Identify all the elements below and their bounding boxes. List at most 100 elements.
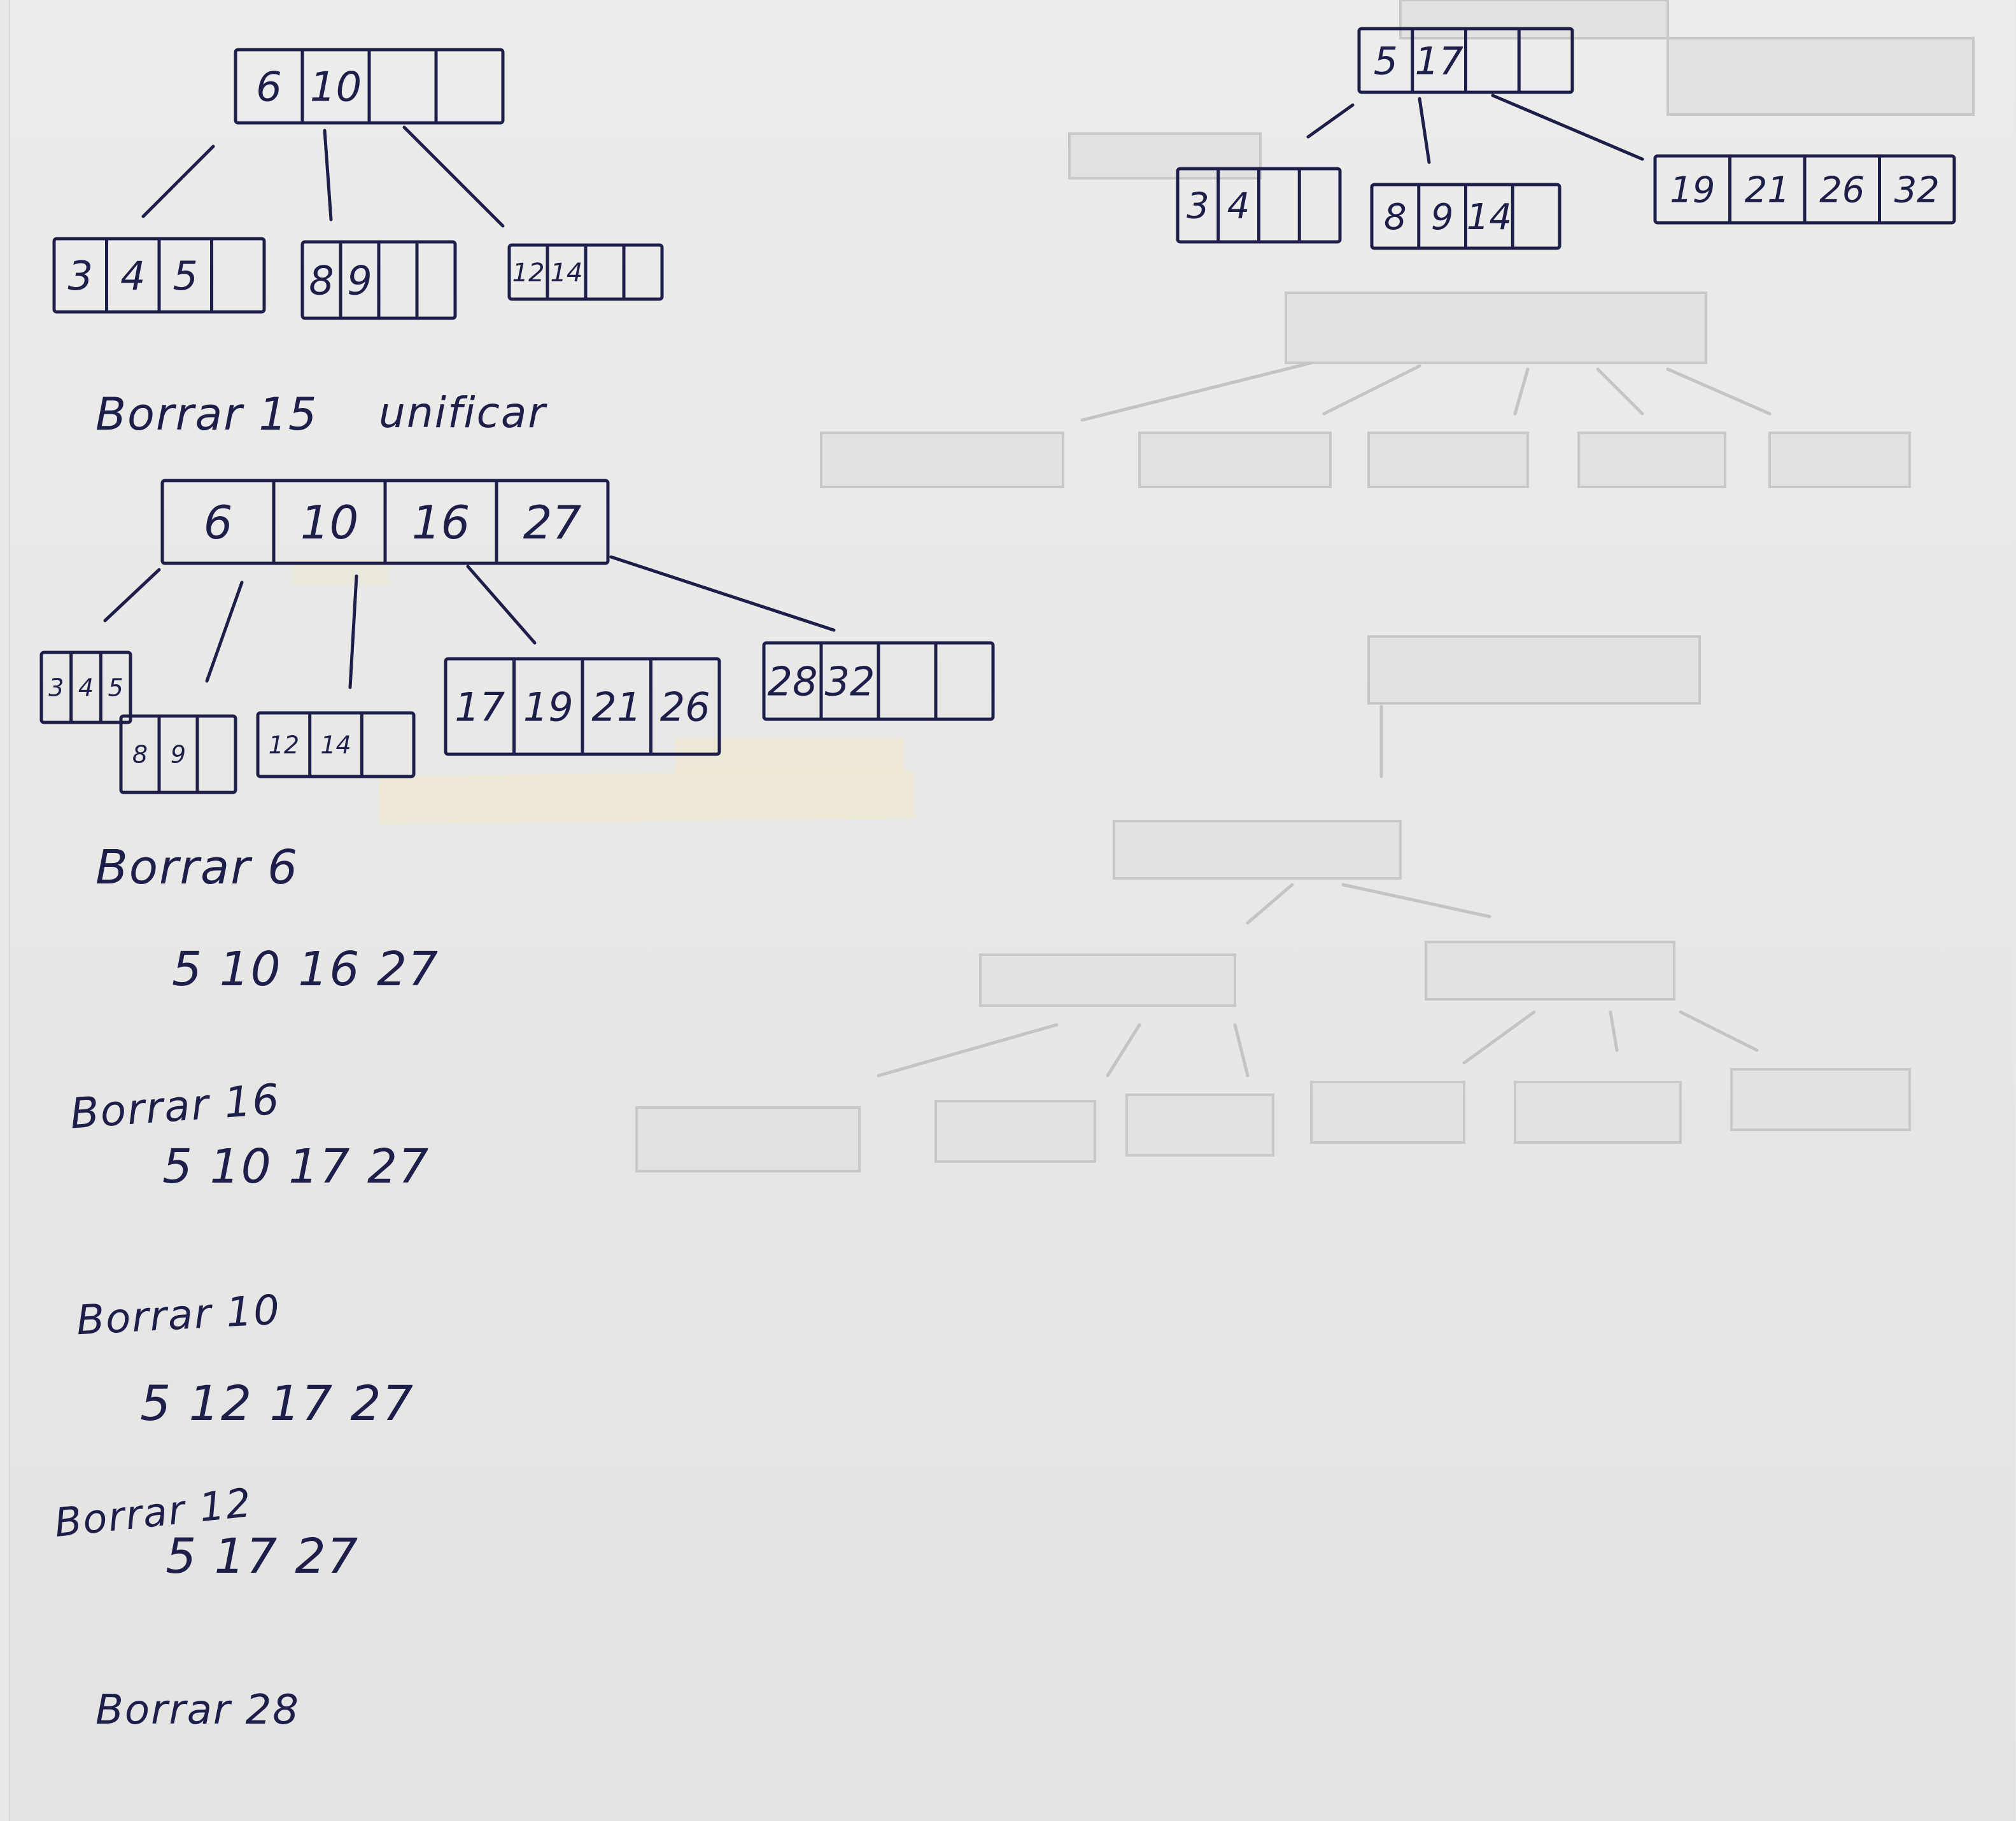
ghost-node xyxy=(1768,432,1911,488)
node-key: 4 xyxy=(120,253,145,299)
ghost-node xyxy=(1514,1081,1682,1144)
step-keys-after-borrar-6: 5 10 16 27 xyxy=(172,942,440,997)
step-keys-after-borrar-12: 5 17 27 xyxy=(166,1528,360,1584)
node-key: 10 xyxy=(310,64,362,111)
node-key: 3 xyxy=(68,253,93,299)
ghost-node xyxy=(979,953,1236,1007)
ghost-edge xyxy=(1609,1010,1619,1052)
step-keys-after-borrar-10: 5 12 17 27 xyxy=(140,1375,414,1431)
node-key: 8 xyxy=(1384,197,1407,238)
tree-edge xyxy=(323,129,333,221)
node-key: 32 xyxy=(825,658,875,705)
node-key: 16 xyxy=(412,496,470,549)
ghost-edge xyxy=(1233,1023,1250,1078)
ghost-node xyxy=(635,1106,861,1172)
ghost-edge xyxy=(1513,367,1530,416)
tree-edge xyxy=(205,580,244,683)
ghost-edge xyxy=(1462,1010,1536,1065)
ghost-node xyxy=(1068,132,1262,179)
node-box xyxy=(39,650,132,724)
node-key: 9 xyxy=(1431,197,1454,238)
node-box xyxy=(119,714,237,794)
node-key: 12 xyxy=(269,731,299,759)
ghost-edge xyxy=(1080,361,1313,422)
ghost-node xyxy=(1285,292,1707,364)
node-key: 10 xyxy=(300,496,359,549)
node-key: 5 xyxy=(173,253,198,299)
node-key: 3 xyxy=(48,674,64,702)
ghost-node xyxy=(1667,37,1975,116)
ghost-tree-top xyxy=(820,292,1911,488)
node-key: 26 xyxy=(1819,170,1864,211)
node-key: 21 xyxy=(591,684,642,730)
node-key: 5 xyxy=(108,674,123,702)
tree-edge xyxy=(1491,94,1644,161)
step-label-borrar-28: Borrar 28 xyxy=(95,1687,300,1734)
node-box xyxy=(256,711,416,778)
ghost-node xyxy=(1577,432,1726,488)
node-key: 6 xyxy=(256,64,282,111)
ghost-edge xyxy=(1322,364,1421,416)
node-key: 4 xyxy=(78,674,94,702)
tree-edge xyxy=(103,568,161,622)
node-key: 14 xyxy=(1467,197,1512,238)
node-key: 26 xyxy=(660,684,710,730)
tree-edge xyxy=(402,125,505,228)
node-key: 8 xyxy=(132,741,148,769)
tree-edge xyxy=(348,574,358,689)
ghost-node xyxy=(1113,820,1402,880)
ghost-node xyxy=(1367,635,1701,705)
unified-child-node: 12 14 xyxy=(256,711,416,778)
step-label-borrar-6: Borrar 6 xyxy=(95,840,299,895)
node-key: 14 xyxy=(320,731,351,759)
step-note-unificar: unificar xyxy=(379,388,547,437)
ghost-edge xyxy=(1596,367,1644,416)
ghost-node xyxy=(1367,432,1529,488)
tree-edge xyxy=(141,144,215,218)
node-key: 3 xyxy=(1187,186,1209,227)
ghost-node xyxy=(1310,1081,1465,1144)
ghost-edge xyxy=(1666,367,1772,416)
ghost-node xyxy=(934,1100,1096,1163)
node-key: 19 xyxy=(1670,170,1715,211)
node-key: 4 xyxy=(1227,186,1250,227)
ghost-node xyxy=(1138,432,1332,488)
node-key: 14 xyxy=(551,258,583,288)
ghost-node xyxy=(1425,941,1675,1001)
initial-root-node: 6 10 xyxy=(234,48,505,125)
ghost-edge xyxy=(1679,1010,1759,1052)
node-key: 6 xyxy=(204,496,233,549)
ghost-tree-middle xyxy=(635,635,1911,1172)
node-key: 21 xyxy=(1745,170,1790,211)
ghost-marks-top xyxy=(1068,0,1975,179)
ghost-edge xyxy=(877,1023,1059,1078)
tree-edge xyxy=(466,565,537,645)
node-key: 5 xyxy=(1374,39,1398,84)
node-key: 27 xyxy=(523,496,582,549)
node-key: 28 xyxy=(768,658,818,705)
ghost-edge xyxy=(1106,1023,1141,1078)
step-label-borrar-15: Borrar 15 xyxy=(95,388,318,440)
ghost-node xyxy=(1730,1068,1911,1131)
node-key: 9 xyxy=(171,741,186,769)
unified-root-node: 6 10 16 27 xyxy=(160,479,610,565)
node-key: 9 xyxy=(347,257,372,304)
ghost-edge xyxy=(1246,883,1294,925)
ghost-node xyxy=(820,432,1064,488)
tree-edge xyxy=(1306,103,1355,139)
ghost-edge xyxy=(1341,883,1491,918)
tree-edge xyxy=(609,555,836,632)
step-keys-after-borrar-16: 5 10 17 27 xyxy=(162,1139,430,1194)
